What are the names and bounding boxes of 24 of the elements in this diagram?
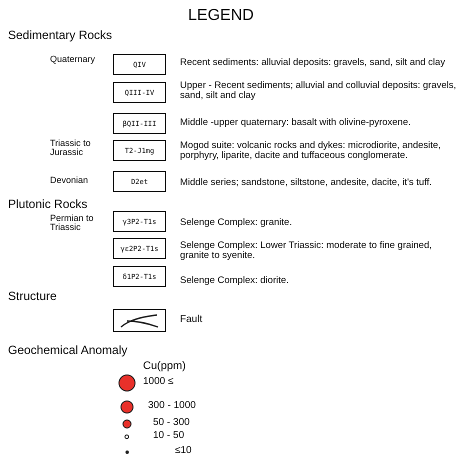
legend-title: LEGEND [188, 8, 254, 25]
unit-label: Cu(ppm) [143, 361, 186, 373]
legend-label: 10 - 50 [153, 431, 184, 442]
section-heading: Geochemical Anomaly [8, 344, 128, 357]
age-label: Permian to Triassic [50, 214, 95, 233]
age-label: Quaternary [50, 55, 96, 64]
unit-description: Middle series; sandstone, siltstone, andesite, dacite, it's tuff. [180, 178, 433, 188]
age-label: Triassic to Jurassic [50, 139, 92, 158]
section-heading: Sedimentary Rocks [8, 29, 112, 42]
section-heading: Structure [8, 290, 57, 303]
legend-label: Fault [180, 315, 202, 326]
legend-label: 50 - 300 [153, 418, 190, 428]
unit-description: Middle -upper quaternary: basalt with olivine-pyroxene. [180, 118, 412, 128]
unit-description: Selenge Complex: diorite. [180, 276, 290, 286]
unit-description: Selenge Complex: granite. [180, 218, 293, 228]
legend-label: ≤10 [175, 446, 192, 456]
unit-description: Mogod suite: volcanic rocks and dykes: microdiorite, andesite, porphyry, liparite, dacite and tuffaceous conglomerate. [180, 141, 442, 161]
unit-description: Recent sediments: alluvial deposits: gravels, sand, silt and clay [180, 58, 446, 68]
legend-label: 300 - 1000 [148, 401, 196, 412]
unit-description: Selenge Complex: Lower Triassic: moderate to fine grained, granite to syenite. [180, 241, 433, 261]
section-heading: Plutonic Rocks [8, 198, 88, 211]
unit-description: Upper - Recent sediments; alluvial and colluvial deposits: gravels, sand, silt and clay [180, 81, 458, 101]
age-label: Devonian [50, 176, 90, 186]
legend-label: 1000 ≤ [143, 377, 174, 388]
